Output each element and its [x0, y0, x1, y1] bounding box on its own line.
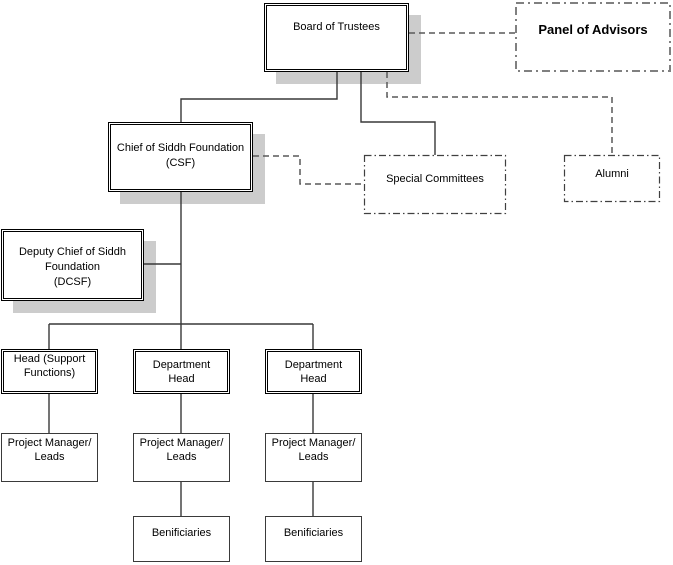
node-label: Panel of Advisors — [538, 21, 648, 37]
node-project-manager-2: Project Manager/ Leads — [133, 433, 230, 482]
node-label: Deputy Chief of Siddh Foundation (DCSF) — [4, 245, 141, 290]
node-label-line: Head (Support — [13, 353, 86, 365]
connector-board-to-csf — [180, 72, 338, 122]
node-project-manager-1: Project Manager/ Leads — [1, 433, 98, 482]
node-label-line: Leads — [34, 451, 65, 463]
node-label-line: Department — [152, 358, 211, 371]
node-label: Board of Trustees — [293, 20, 380, 33]
node-label-line: Functions) — [23, 367, 76, 379]
node-label: Project Manager/ Leads — [2, 436, 97, 464]
node-label-line: Project Manager/ — [139, 437, 224, 449]
node-beneficiaries-2: Benificiaries — [265, 516, 362, 562]
node-label-line: Head — [168, 372, 195, 385]
node-department-head-1: Department Head — [133, 349, 230, 394]
node-project-manager-3: Project Manager/ Leads — [265, 433, 362, 482]
connector-board-to-special-committees — [360, 72, 436, 155]
node-label-line: (CSF) — [165, 157, 196, 169]
node-special-committees: Special Committees — [364, 155, 506, 214]
node-label: Special Committees — [386, 173, 484, 185]
node-label-line: Deputy Chief of Siddh — [18, 245, 126, 258]
node-label-line: Project Manager/ — [271, 437, 356, 449]
node-label: Project Manager/ Leads — [266, 436, 361, 464]
node-label: Department Head — [268, 358, 359, 386]
node-label-line: Head — [300, 372, 327, 385]
node-label: Benificiaries — [151, 527, 212, 539]
node-label-line: Project Manager/ — [7, 437, 92, 449]
node-head-support-functions: Head (Support Functions) — [1, 349, 98, 394]
node-beneficiaries-1: Benificiaries — [133, 516, 230, 562]
node-alumni: Alumni — [564, 155, 660, 203]
node-label-line: Leads — [166, 451, 197, 463]
node-label: Alumni — [595, 168, 629, 180]
node-board-of-trustees: Board of Trustees — [264, 3, 409, 72]
node-panel-of-advisors: Panel of Advisors — [515, 2, 671, 72]
node-label: Project Manager/ Leads — [134, 436, 229, 464]
node-chief-of-siddh-foundation: Chief of Siddh Foundation (CSF) — [108, 122, 253, 192]
connector-board-to-alumni-dashed — [386, 72, 613, 155]
node-label: Head (Support Functions) — [4, 352, 95, 380]
node-deputy-chief-dcsf: Deputy Chief of Siddh Foundation (DCSF) — [1, 229, 144, 301]
node-label: Department Head — [136, 358, 227, 386]
node-label-line: Department — [284, 358, 343, 371]
node-label-line: Chief of Siddh Foundation — [116, 142, 245, 154]
node-label: Benificiaries — [283, 527, 344, 539]
connector-csf-to-special-dashed — [253, 155, 364, 185]
node-department-head-2: Department Head — [265, 349, 362, 394]
node-label-line: Foundation — [44, 260, 101, 273]
node-label: Chief of Siddh Foundation (CSF) — [111, 141, 250, 171]
node-label-line: Leads — [298, 451, 329, 463]
node-label-line: (DCSF) — [53, 275, 92, 288]
